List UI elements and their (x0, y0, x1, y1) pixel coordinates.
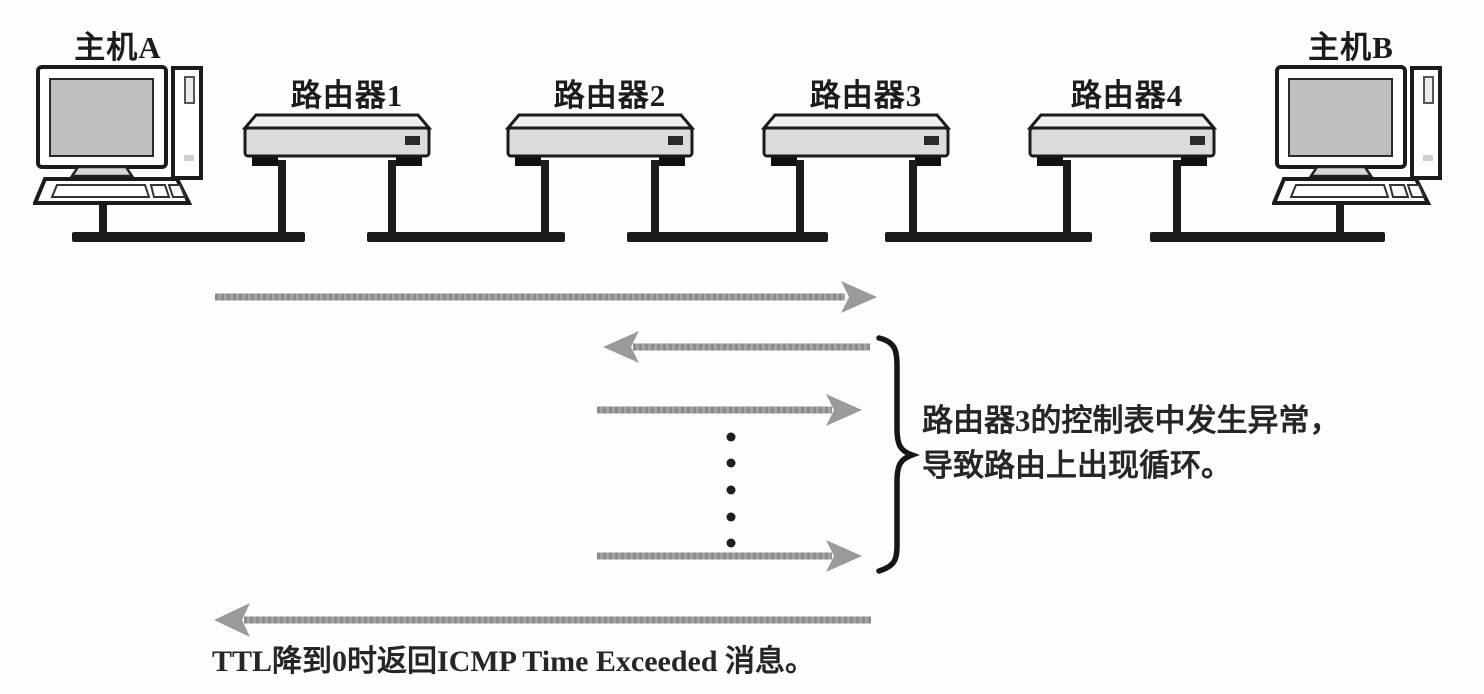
router-4-right-drop-line (1173, 160, 1181, 241)
host-b-label: 主机B (1308, 30, 1394, 65)
network-segment-2 (367, 232, 565, 242)
loop-annotation-line1: 路由器3的控制表中发生异常， (922, 403, 1341, 438)
flow-arrow-left-5 (214, 603, 871, 637)
ttl-annotation: TTL降到0时返回ICMP Time Exceeded 消息。 (212, 645, 816, 678)
router-4-icon (1027, 113, 1217, 166)
loop-brace (876, 335, 921, 574)
router-1-right-drop-line (388, 160, 396, 241)
flow-arrow-right-1 (215, 281, 877, 313)
router-4-label: 路由器4 (1070, 78, 1184, 113)
router-3-left-drop-line (796, 160, 804, 241)
network-segment-5 (1150, 232, 1385, 242)
network-segment-1 (72, 232, 305, 242)
router-2-left-drop-line (541, 160, 549, 241)
flow-arrow-right-4 (597, 540, 862, 572)
router-4-left-drop-line (1063, 160, 1071, 241)
loop-annotation-line2: 导致路由上出现循环。 (922, 448, 1232, 483)
network-segment-4 (885, 232, 1092, 242)
flow-arrow-left-2 (603, 331, 870, 363)
router-2-label: 路由器2 (553, 78, 667, 113)
router-1-left-drop-line (278, 160, 286, 241)
router-3-label: 路由器3 (809, 78, 923, 113)
router-2-icon (505, 113, 695, 166)
router-1-icon (242, 113, 432, 166)
network-segment-3 (627, 232, 828, 242)
router-3-right-drop-line (909, 160, 917, 241)
host-b-drop-line (1336, 203, 1344, 241)
host-a-drop-line (99, 203, 107, 241)
host-a-label: 主机A (74, 30, 162, 65)
repetition-ellipsis-dots (726, 432, 736, 548)
host-b-computer-icon (1272, 65, 1442, 205)
host-a-computer-icon (33, 65, 203, 205)
router-2-right-drop-line (651, 160, 659, 241)
router-1-label: 路由器1 (290, 78, 404, 113)
flow-arrow-right-3 (597, 394, 862, 426)
loop-annotation: 路由器3的控制表中发生异常， 导致路由上出现循环。 (922, 398, 1341, 488)
router-3-icon (761, 113, 951, 166)
